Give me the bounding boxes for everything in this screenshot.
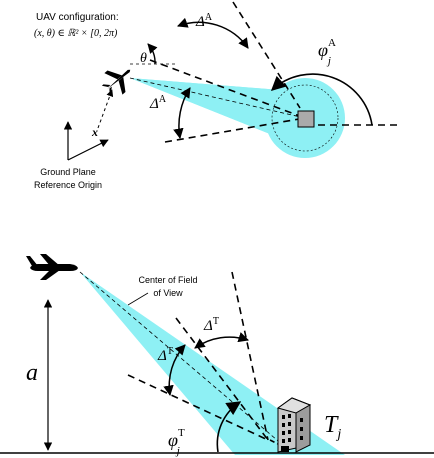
- fov-label-line1: Center of Field: [138, 275, 197, 285]
- bottom-heading-boundary: [175, 317, 269, 441]
- delta-t-arc-1: [194, 332, 249, 349]
- x-axis-label: x: [91, 125, 98, 139]
- theta-label: θ: [140, 51, 147, 66]
- phi-a-arc: [270, 73, 373, 126]
- phi-t-arc: [216, 401, 242, 453]
- delta-t-arc-2: [163, 344, 186, 397]
- fov-center-line: [79, 271, 285, 447]
- delta-t-label-1: ΔT: [203, 316, 219, 334]
- fov-label-line2: of View: [153, 288, 183, 298]
- top-target-square: [297, 110, 315, 128]
- target-building-icon: [276, 397, 312, 453]
- delta-a-arc-2: [173, 87, 191, 140]
- origin-label-line2: Reference Origin: [34, 180, 102, 190]
- uav-config-math: (x, θ) ∈ ℝ² × [0, 2π): [34, 28, 118, 39]
- altitude-label: a: [26, 360, 38, 386]
- delta-a-label-2: ΔA: [149, 94, 167, 112]
- fov-label-pointer: [127, 292, 149, 306]
- theta-arc: [147, 43, 158, 65]
- target-label: Tj: [324, 412, 341, 442]
- bottom-fov-boundary-2: [127, 374, 269, 441]
- uav-airplane-icon: [101, 69, 131, 95]
- reference-frame-axes: x: [63, 121, 109, 161]
- delta-a-label-1: ΔA: [195, 12, 213, 30]
- bottom-fov-boundary-1: [231, 271, 269, 441]
- top-fov-boundary-1: [232, 1, 301, 109]
- top-heading-boundary: [149, 59, 306, 119]
- delta-a-arc-1: [177, 17, 249, 49]
- origin-label-line1: Ground Plane: [40, 167, 96, 177]
- uav-side-airplane-icon: [26, 254, 78, 280]
- uav-config-label: UAV configuration:: [36, 12, 119, 23]
- position-vector-line: [97, 89, 114, 129]
